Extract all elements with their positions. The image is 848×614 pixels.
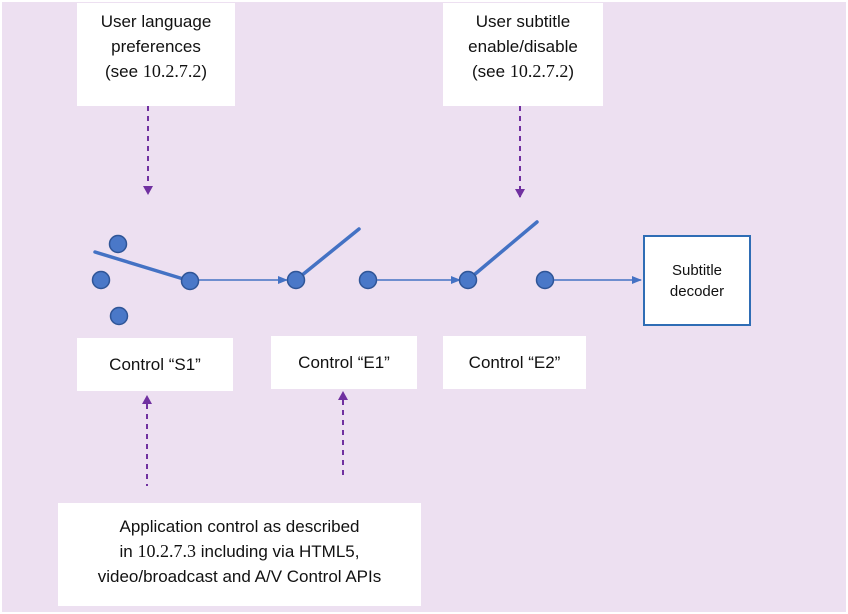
switch-e1-lever (294, 227, 361, 282)
s1-input-top (108, 234, 128, 254)
dashed-arrow-subtitle-head (515, 189, 525, 198)
s1-input-middle (91, 270, 111, 290)
user-subtitle-toggle-box: User subtitle enable/disable (see 10.2.7… (443, 3, 603, 106)
application-control-line2-prefix: in (119, 542, 138, 561)
control-e1-label: Control “E1” (271, 336, 417, 389)
subtitle-decoder-line1: Subtitle (671, 261, 723, 279)
dashed-arrow-s1-head (142, 395, 152, 404)
e2-output-node (535, 270, 555, 290)
user-subtitle-line3-prefix: (see (472, 62, 510, 81)
user-language-line2: preferences (111, 37, 201, 56)
subtitle-decoder-box: Subtitle decoder (643, 235, 751, 326)
user-subtitle-line3: (see 10.2.7.2) (443, 59, 603, 84)
control-s1-label: Control “S1” (77, 338, 233, 391)
s1-output-node (180, 271, 200, 291)
e1-input-node (286, 270, 306, 290)
user-subtitle-line1: User subtitle (475, 12, 571, 31)
e1-output-node (358, 270, 378, 290)
user-language-line3-suffix: ) (201, 62, 207, 81)
user-language-line3: (see 10.2.7.2) (77, 59, 235, 84)
switch-s1-lever (93, 250, 192, 283)
user-language-line3-prefix: (see (105, 62, 143, 81)
application-control-ref: 10.2.7.3 (137, 541, 197, 561)
switch-e2-lever (466, 220, 539, 282)
user-subtitle-ref: 10.2.7.2 (509, 61, 569, 81)
subtitle-decoder-line2: decoder (669, 282, 725, 300)
user-language-preferences-box: User language preferences (see 10.2.7.2) (77, 3, 235, 106)
dashed-arrow-e1-head (338, 391, 348, 400)
application-control-box: Application control as described in 10.2… (58, 503, 421, 606)
application-control-line3: video/broadcast and A/V Control APIs (97, 567, 382, 586)
user-language-line1: User language (100, 12, 212, 31)
user-subtitle-line2: enable/disable (468, 37, 578, 56)
application-control-line2: in 10.2.7.3 including via HTML5, (58, 539, 421, 564)
control-e2-label: Control “E2” (443, 336, 586, 389)
s1-input-bottom (109, 306, 129, 326)
application-control-line2-suffix: including via HTML5, (196, 542, 360, 561)
user-language-ref: 10.2.7.2 (142, 61, 202, 81)
e2-input-node (458, 270, 478, 290)
application-control-line1: Application control as described (119, 517, 360, 536)
dashed-arrow-language-head (143, 186, 153, 195)
user-subtitle-line3-suffix: ) (568, 62, 574, 81)
